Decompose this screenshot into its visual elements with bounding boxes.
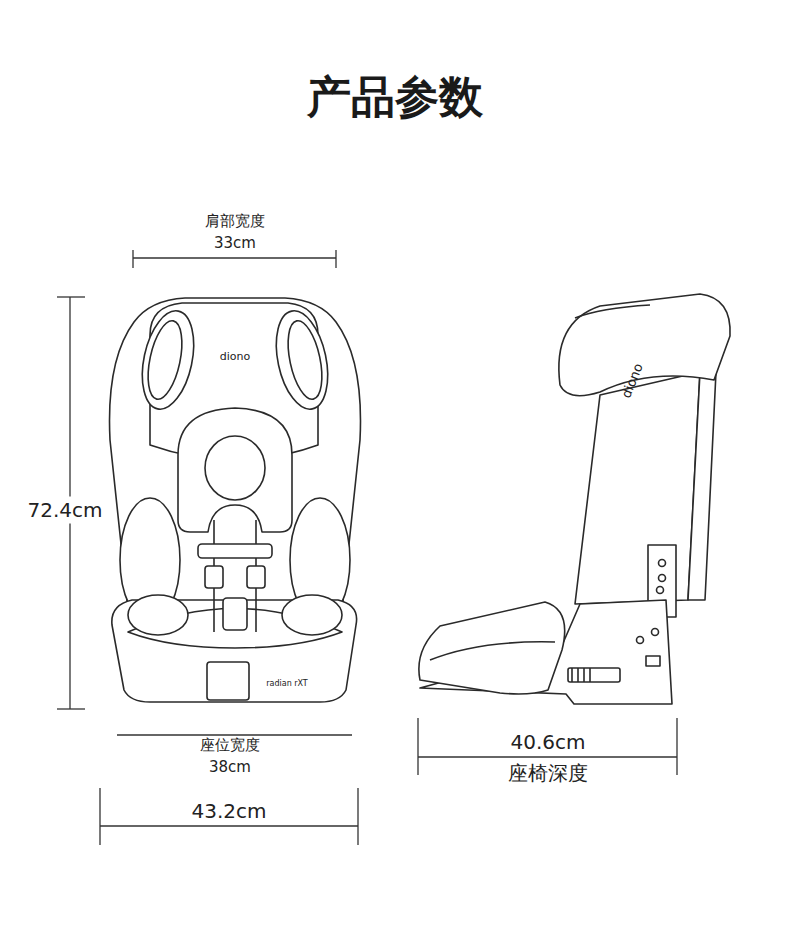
drawing-part: [659, 575, 666, 582]
brand-logo: diono: [619, 362, 646, 401]
drawing-part: [178, 408, 292, 532]
drawing-part: [652, 629, 659, 636]
front-view: [110, 298, 361, 702]
drawing-part: [418, 756, 677, 757]
dimension-value: 40.6cm: [510, 731, 585, 754]
drawing-part: [205, 566, 223, 588]
drawing-part: [205, 436, 265, 500]
drawing-part: [57, 708, 85, 709]
drawing-part: [282, 595, 342, 635]
dimension-value: 72.4cm: [24, 497, 105, 524]
drawing-part: [134, 306, 202, 414]
drawing-part: [559, 294, 730, 396]
drawing-part: [128, 595, 188, 635]
side-view: [419, 294, 730, 704]
drawing-part: [133, 257, 336, 258]
drawing-part: [688, 372, 716, 600]
page-title: 产品参数: [307, 72, 483, 123]
dimension-name: 肩部宽度: [205, 213, 265, 230]
drawing-part: [247, 566, 265, 588]
drawing-part: [430, 642, 555, 660]
drawing-part: [198, 544, 272, 558]
dimension-value: 33cm: [214, 235, 256, 252]
dimension-value: 38cm: [209, 759, 251, 776]
drawing-part: [100, 825, 358, 826]
drawing-part: [417, 718, 418, 775]
drawing-part: [419, 602, 565, 694]
drawing-part: [646, 656, 660, 666]
drawing-part: [657, 587, 664, 594]
drawing-part: [568, 668, 620, 682]
drawing-part: [117, 734, 352, 735]
drawing-part: [282, 318, 328, 402]
drawing-part: [637, 637, 644, 644]
drawing-part: [223, 598, 247, 630]
drawing-part: [676, 718, 677, 775]
model-name: radian rXT: [266, 679, 308, 688]
drawing-part: [132, 250, 133, 268]
drawing-part: [659, 560, 666, 567]
dimension-name: 座椅深度: [508, 762, 588, 785]
drawing-part: [57, 296, 85, 297]
drawing-part: [99, 788, 100, 845]
drawing-part: [142, 318, 188, 402]
drawing-part: [575, 305, 650, 318]
dimension-name: 座位宽度: [200, 737, 260, 754]
drawing-part: [207, 662, 249, 700]
drawing-part: [268, 306, 336, 414]
drawing-part: [572, 668, 590, 682]
dimension-value: 43.2cm: [191, 800, 266, 823]
drawing-part: [335, 250, 336, 268]
drawing-part: [575, 372, 700, 604]
drawing-part: [357, 788, 358, 845]
brand-logo: diono: [220, 351, 250, 364]
